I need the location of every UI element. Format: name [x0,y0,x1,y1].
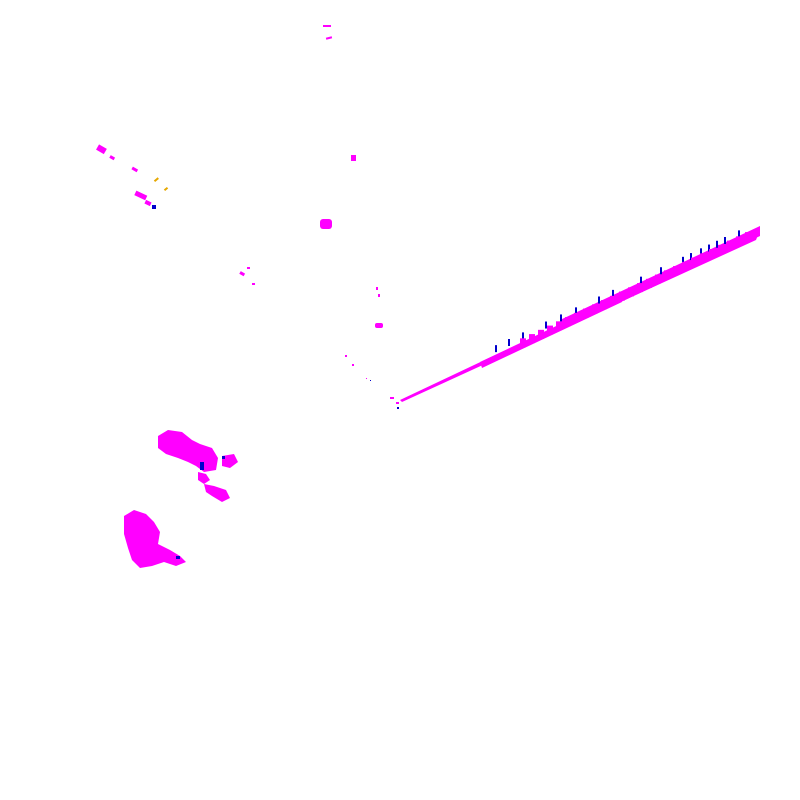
wall-block [727,240,733,250]
wall-block [718,244,724,254]
wall-block [709,249,715,259]
wall-blue-tick [522,332,524,340]
wall-block [556,321,562,331]
wall-block [673,266,679,276]
wall-blue-tick [612,289,614,297]
upper-left-accent-marks [153,177,169,192]
wall-block [520,338,526,348]
wall-block [628,287,634,297]
wall-blue-tick [738,230,740,238]
wall-streak-magenta-blocks [520,232,751,348]
center-specks [345,355,399,404]
wall-blue-tick [508,339,510,346]
wall-block [610,295,616,305]
wall-block [529,334,535,344]
lower-left-blobs [124,430,238,568]
wall-block [565,317,571,327]
wall-blue-tick [545,321,547,329]
wall-block [700,253,706,263]
wall-block [574,312,580,322]
wall-block [583,308,589,318]
wall-block [538,329,544,339]
wall-blue-tick [495,345,497,353]
wall-block [637,283,643,293]
lower-left-blue-marks [176,456,225,559]
wall-block [601,300,607,310]
wall-blue-tick [660,267,662,275]
wall-blue-tick [690,253,692,261]
upper-left-fragments [96,144,255,285]
wall-blue-tick [640,276,642,284]
top-fragments [320,25,383,328]
wall-block [547,325,553,335]
wall-block [691,257,697,267]
wall-blue-tick [682,256,684,264]
wall-blue-tick [724,237,726,244]
wall-block [646,278,652,288]
wall-block [664,270,670,280]
wall-blue-tick [575,307,577,315]
wall-block [682,261,688,271]
wall-blue-tick [560,314,562,322]
upper-left-blue-marks [152,205,156,209]
wall-blue-tick [708,244,710,252]
wall-blue-tick [598,296,600,304]
wall-blue-tick [716,240,718,248]
wall-block [745,232,751,242]
wall-block [619,291,625,301]
wall-block [736,236,742,246]
wall-block [655,274,661,284]
center-blue-specks [370,380,399,409]
wall-streak-blue-ticks [495,230,740,353]
wall-blue-tick [700,248,702,256]
wall-block [592,304,598,314]
